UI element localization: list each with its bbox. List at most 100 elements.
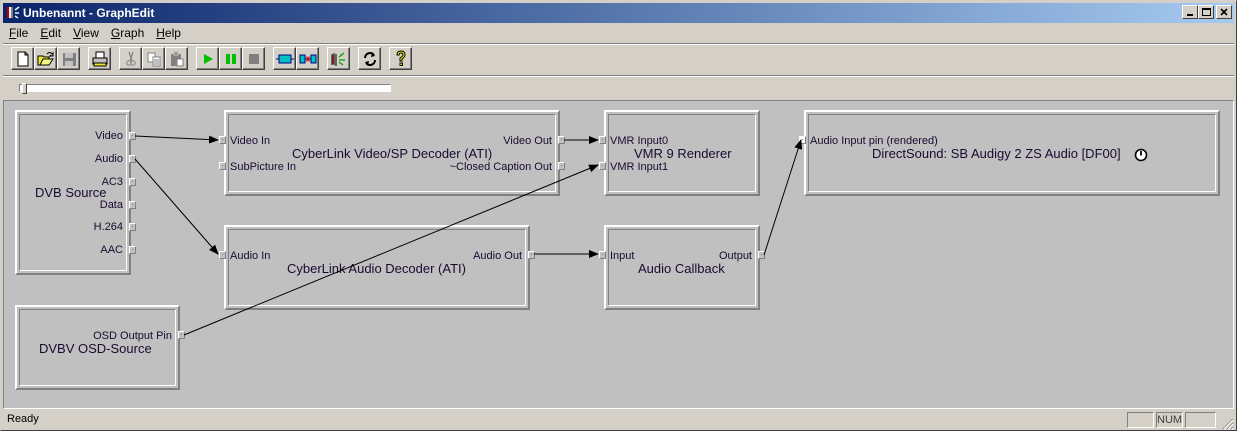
menu-help-accel: H [156,26,165,40]
play-button[interactable] [196,47,219,70]
output-pin-closed-caption-out[interactable] [558,162,565,170]
pin-label-vmr-input1: VMR Input1 [610,161,669,173]
menu-file-label: ile [16,26,29,40]
filter-name: DirectSound: SB Audigy 2 ZS Audio [DF00] [872,146,1121,161]
paste-icon [170,51,183,66]
connect-filters-button[interactable] [296,47,319,70]
input-pin-video-in[interactable] [219,136,226,144]
connection-audio[interactable] [134,158,219,255]
menu-graph-label: raph [120,26,145,40]
menu-graph-accel: G [110,26,121,40]
menu-view[interactable]: View [67,24,105,42]
paste-button[interactable] [165,47,188,70]
save-button[interactable] [57,47,80,70]
connection-callback-directsound[interactable] [763,139,803,256]
minimize-button[interactable] [1182,5,1198,19]
clock-icon [1134,148,1148,162]
output-pin-aac[interactable] [129,246,136,254]
scissors-icon [125,51,136,66]
filter-video-decoder[interactable]: CyberLink Video/SP Decoder (ATI) Video I… [224,110,560,196]
menu-help[interactable]: Help [150,24,187,42]
maximize-button[interactable] [1198,5,1214,19]
menu-separator [3,43,1234,45]
open-folder-icon [37,51,54,65]
pin-label-audio-out: Audio Out [473,250,522,262]
filter-audio-callback[interactable]: Audio Callback Input Output [604,225,760,310]
help-icon [395,49,406,66]
output-pin-audio-out[interactable] [528,251,535,259]
copy-icon [147,52,160,66]
filter-directsound-renderer[interactable]: DirectSound: SB Audigy 2 ZS Audio [DF00]… [804,110,1220,196]
menu-edit[interactable]: Edit [34,24,67,42]
pin-label-vmr-input0: VMR Input0 [610,135,669,147]
filter-name: VMR 9 Renderer [634,146,732,161]
menu-bar: File Edit View Graph Help [3,24,187,42]
input-pin-input[interactable] [599,251,606,259]
save-disk-icon [62,52,76,66]
pin-label-video: Video [95,130,123,142]
insert-filter-icon [275,54,294,63]
graphedit-button[interactable] [327,47,350,70]
filter-vmr9-renderer[interactable]: VMR 9 Renderer VMR Input0 VMR Input1 [604,110,760,196]
filter-name: Audio Callback [638,261,725,276]
connections-layer [134,135,803,336]
pause-icon [225,53,236,64]
print-button[interactable] [88,47,111,70]
pin-label-osd-output: OSD Output Pin [93,330,172,342]
filter-dvb-source[interactable]: DVB Source Video Audio AC3 Data H.264 AA… [15,110,131,275]
output-pin-ac3[interactable] [129,178,136,186]
filter-name: DVBV OSD-Source [39,341,152,356]
pin-label-h264: H.264 [93,221,123,233]
disconnect-filter-icon [299,54,316,63]
pin-label-audio-input-rendered: Audio Input pin (rendered) [810,135,938,147]
connection-osd-vmr1[interactable] [183,164,599,336]
stop-icon [248,53,259,64]
output-pin-h264[interactable] [129,223,136,231]
graphedit-icon [330,51,345,66]
pin-label-video-in: Video In [230,135,271,147]
status-pane-caps [1127,412,1154,428]
menu-edit-label: dit [48,26,62,40]
connection-video[interactable] [134,135,219,144]
menu-file[interactable]: File [3,24,34,42]
filter-name: CyberLink Audio Decoder (ATI) [287,261,466,276]
open-button[interactable] [34,47,57,70]
close-button[interactable] [1216,5,1232,19]
pin-label-audio-in: Audio In [230,250,271,262]
input-pin-audio-in[interactable] [219,251,226,259]
graph-canvas[interactable]: DVB Source Video Audio AC3 Data H.264 AA… [3,100,1234,409]
pin-label-closed-caption-out: ~Closed Caption Out [449,161,552,173]
pin-label-aac: AAC [100,244,123,256]
pin-label-audio: Audio [94,153,123,165]
menu-view-accel: V [73,26,81,40]
help-button[interactable] [389,47,412,70]
seek-thumb[interactable] [22,83,27,94]
refresh-icon [363,51,376,66]
input-pin-vmr-input1[interactable] [599,162,606,170]
pin-label-video-out: Video Out [503,135,552,147]
new-button[interactable] [11,47,34,70]
filter-audio-decoder[interactable]: CyberLink Audio Decoder (ATI) Audio In A… [224,225,530,310]
output-pin-data[interactable] [129,201,136,209]
status-pane-num: NUM [1156,412,1183,428]
input-pin-subpicture-in[interactable] [219,162,226,170]
pin-label-data: Data [99,199,123,211]
resize-grip-icon[interactable] [1222,418,1234,430]
insert-filter-button[interactable] [273,47,296,70]
cut-button[interactable] [119,47,142,70]
menu-file-accel: F [9,26,17,40]
stop-button[interactable] [242,47,265,70]
menu-edit-accel: E [40,26,49,40]
filter-osd-source[interactable]: DVBV OSD-Source OSD Output Pin [15,305,180,390]
input-pin-vmr-input0[interactable] [599,136,606,144]
status-pane-scroll [1185,412,1216,428]
seek-slider[interactable] [19,83,391,94]
pause-button[interactable] [219,47,242,70]
status-bar: Ready NUM [3,410,1234,430]
seek-track[interactable] [19,84,391,92]
refresh-button[interactable] [358,47,381,70]
menu-graph[interactable]: Graph [105,24,150,42]
copy-button[interactable] [142,47,165,70]
play-icon [203,53,213,64]
